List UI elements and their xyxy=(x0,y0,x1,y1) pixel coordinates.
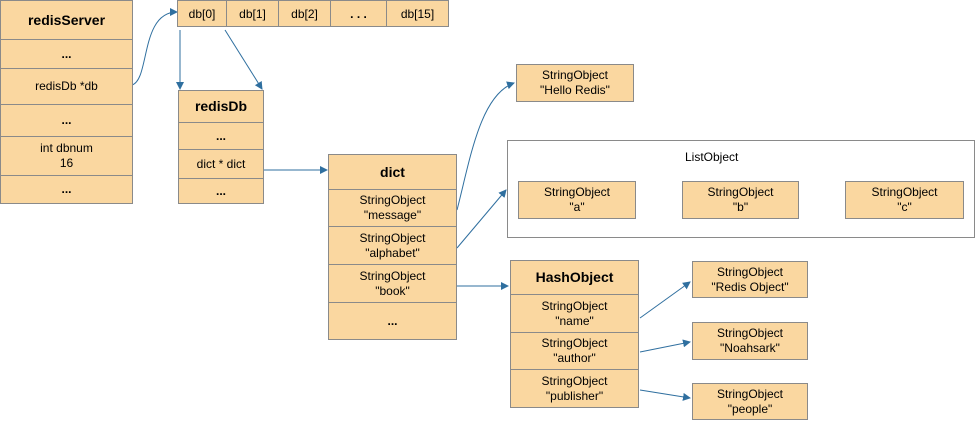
redis-server-row: ... xyxy=(0,39,133,69)
dict-entry-key: "book" xyxy=(375,283,410,298)
arrow-publisher-to-value xyxy=(639,389,691,401)
dict-entry-type: StringObject xyxy=(359,193,426,207)
arrow-name-to-value xyxy=(639,281,691,319)
db-array-cell: db[0] xyxy=(177,0,227,27)
hash-value-type: StringObject xyxy=(716,264,784,279)
redis-db-dict-field: dict * dict xyxy=(178,149,264,179)
hash-value-type: StringObject xyxy=(716,386,784,401)
arrow-message-to-string xyxy=(456,81,515,211)
hash-field-type: StringObject xyxy=(541,373,608,388)
string-object-hello: StringObject "Hello Redis" xyxy=(516,64,634,102)
redis-server-row: ... xyxy=(0,175,133,204)
dict-entry-key: "alphabet" xyxy=(365,245,420,260)
db-array-cell: . . . xyxy=(330,0,387,27)
list-item-value: "a" xyxy=(569,200,585,214)
list-item-type: StringObject xyxy=(543,185,611,199)
dict-entry: StringObject "alphabet" xyxy=(328,226,457,265)
hash-field: StringObject "author" xyxy=(510,332,639,370)
list-item-type: StringObject xyxy=(871,185,938,199)
dict-entry-type: StringObject xyxy=(359,268,426,283)
redis-server-dbnum-field: int dbnum 16 xyxy=(0,136,133,176)
redis-db-title: redisDb xyxy=(178,90,264,123)
list-object-title: ListObject xyxy=(685,150,739,164)
list-item-value: "b" xyxy=(732,200,749,214)
hash-value-text: "Noahsark" xyxy=(720,341,780,355)
list-item: StringObject "b" xyxy=(682,181,799,219)
dict-entry: StringObject "book" xyxy=(328,264,457,303)
list-item-value: "c" xyxy=(897,200,912,214)
dict-entry-key: "message" xyxy=(363,208,422,222)
hash-value: StringObject "people" xyxy=(692,383,808,420)
hash-object-title: HashObject xyxy=(510,260,639,295)
list-item: StringObject "c" xyxy=(845,181,964,219)
hash-value: StringObject "Noahsark" xyxy=(692,322,808,360)
dict-entry: StringObject "message" xyxy=(328,189,457,227)
hash-field-key: "publisher" xyxy=(545,388,604,403)
hash-field: StringObject "name" xyxy=(510,294,639,333)
arrow-db-to-dbarray xyxy=(131,8,178,86)
hash-value-text: "people" xyxy=(727,401,773,416)
hash-field-key: "name" xyxy=(555,313,594,328)
db-array-cell: db[1] xyxy=(226,0,279,27)
hash-value: StringObject "Redis Object" xyxy=(692,261,808,298)
redis-db-row: ... xyxy=(178,178,264,204)
db-array-cell: db[2] xyxy=(278,0,331,27)
hash-field: StringObject "publisher" xyxy=(510,369,639,408)
hash-field-type: StringObject xyxy=(541,336,608,350)
redis-server-row: ... xyxy=(0,104,133,137)
hash-field-type: StringObject xyxy=(541,298,608,313)
hash-value-text: "Redis Object" xyxy=(711,279,789,294)
arrow-author-to-value xyxy=(639,339,691,353)
db-array-cell: db[15] xyxy=(386,0,449,27)
string-object-value: "Hello Redis" xyxy=(540,83,610,97)
list-item-type: StringObject xyxy=(707,185,774,199)
dbnum-value: 16 xyxy=(59,156,74,170)
arrow-alphabet-to-list xyxy=(456,189,507,249)
hash-field-key: "author" xyxy=(553,351,596,365)
arrow-db0-to-redisdb-right xyxy=(224,29,263,90)
dict-more: ... xyxy=(328,302,457,340)
dict-title: dict xyxy=(328,154,457,190)
dict-entry-type: StringObject xyxy=(359,230,426,245)
hash-value-type: StringObject xyxy=(716,326,784,340)
redis-db-row: ... xyxy=(178,122,264,150)
redis-server-title: redisServer xyxy=(0,0,133,40)
list-item: StringObject "a" xyxy=(518,181,636,219)
dbnum-label: int dbnum xyxy=(40,141,93,155)
string-object-type: StringObject xyxy=(541,68,609,82)
redis-server-db-field: redisDb *db xyxy=(0,68,133,105)
